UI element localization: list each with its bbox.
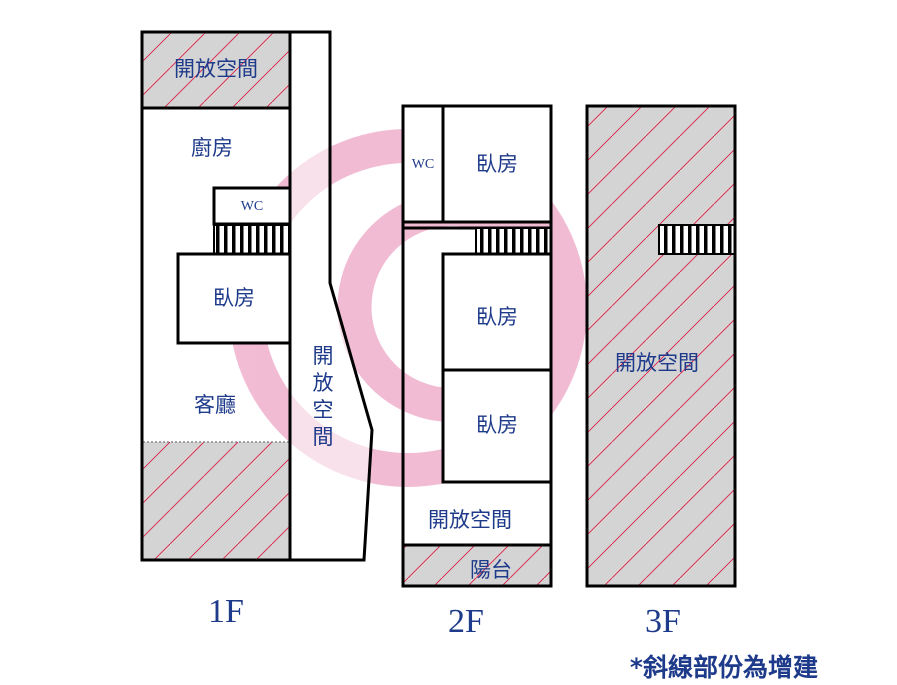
floor-1f-kitchen-label: 廚房: [191, 136, 233, 160]
floor-1f-open-space-top-label: 開放空間: [174, 57, 258, 81]
floor-1f-open-space-side-char-4: 間: [313, 425, 334, 449]
floor-2f: WC 臥房 臥房 臥房 開放空間 陽台 2F: [401, 104, 553, 640]
floor-2f-balcony-label: 陽台: [470, 558, 512, 582]
floor-3f-stairs: [658, 224, 736, 255]
floor-1f-open-space-side: [288, 30, 374, 562]
floor-1f-bedroom-label: 臥房: [213, 286, 255, 310]
floor-1f-extension-bottom: [143, 442, 289, 559]
floor-1f-stairs: [213, 224, 291, 255]
floor-1f: 開放空間 廚房 WC 臥房 客廳 開 放 空 間 1F: [140, 30, 374, 630]
floor-2f-balcony: [401, 543, 553, 588]
floor-2f-bedroom-1-label: 臥房: [476, 152, 518, 176]
floor-2f-bedroom-2-label: 臥房: [476, 305, 518, 329]
floor-2f-label: 2F: [448, 603, 484, 640]
floor-2f-bedroom-3-label: 臥房: [476, 413, 518, 437]
floor-3f: 開放空間 3F: [585, 104, 737, 640]
floor-2f-open-space-label: 開放空間: [428, 508, 512, 532]
floor-3f-open-space-label: 開放空間: [615, 351, 699, 375]
floor-2f-stairs: [475, 227, 552, 255]
floor-2f-bedroom-2: [441, 252, 553, 372]
floor-3f-open-space: [585, 104, 737, 588]
floor-1f-bedroom: [176, 252, 292, 345]
floor-1f-open-space-side-char-3: 空: [313, 398, 334, 422]
floor-1f-open-space-side-char-1: 開: [313, 344, 334, 368]
floor-1f-label: 1F: [208, 593, 244, 630]
floor-1f-open-space-side-char-2: 放: [313, 371, 334, 395]
floor-1f-living-room-label: 客廳: [194, 393, 236, 417]
extension-note: *斜線部份為增建: [630, 653, 818, 682]
floor-1f-wc-label: WC: [241, 199, 264, 214]
floor-2f-bedroom-3: [441, 368, 553, 484]
floor-2f-bedroom-1: [441, 104, 553, 224]
floor-3f-label: 3F: [645, 603, 681, 640]
floor-2f-wc-label: WC: [412, 157, 435, 172]
